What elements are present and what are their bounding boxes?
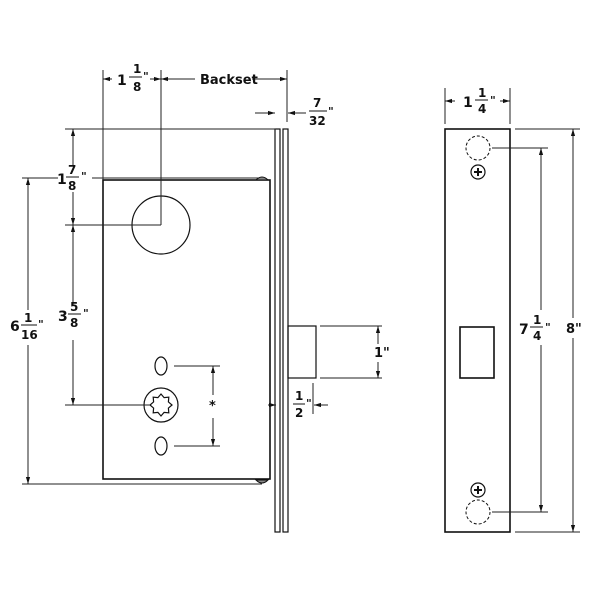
latch-bolt [287,325,317,379]
dim-strike-screw-spacing: 7 1 4 " [519,313,551,343]
denominator: 8 [133,80,141,94]
numerator: 5 [70,300,78,314]
denominator: 8 [70,316,78,330]
dim-faceplate-thickness: 7 32 " [309,96,334,128]
lock-side-view [102,128,317,533]
numerator: 1 [478,86,486,100]
dim-backset: Backset [200,73,258,88]
denominator: 16 [21,328,38,342]
dimension-arrows [25,76,381,484]
whole: 1 [463,95,473,111]
denominator: 32 [309,114,326,128]
screw-head-top [254,176,270,181]
numerator: 1 [533,313,541,327]
dim-hub-to-cylinder: 3 5 8 " [58,300,89,330]
dim-top-to-hub: 1 7 8 " [57,163,87,193]
whole: 1 [117,73,127,89]
whole: 6 [10,319,20,335]
dim-bolt-throw: 1 2 " [293,389,312,420]
faceplate-outer [282,128,289,533]
screw-head-bottom [254,479,270,484]
lock-case [102,179,271,480]
dim-screw-spacing: * [209,399,216,414]
screw-hole-bottom [465,499,491,525]
whole: 3 [58,309,68,325]
unit: " [490,94,496,107]
unit: " [38,318,44,331]
numerator: 1 [24,311,32,325]
bolt-opening [459,326,495,379]
phillips-screw-icon-bottom [470,482,486,498]
faceplate-inner [274,128,281,533]
numerator: 1 [133,62,141,76]
whole: 1 [57,172,67,188]
dim-strike-height: 8" [566,322,582,337]
denominator: 2 [295,406,303,420]
dim-strike-width: 1 1 4 " [463,86,496,116]
dim-bolt-height: 1" [374,346,390,361]
unit: " [328,105,334,118]
dim-case-height: 6 1 16 " [10,311,44,342]
unit: " [306,397,312,410]
whole: 7 [519,322,529,338]
dim-edge-to-hub: 1 1 8 " [117,62,149,94]
denominator: 8 [68,179,76,193]
cylinder-screw-slot-top [154,356,168,376]
unit: " [81,170,87,183]
screw-hole-top [465,135,491,161]
phillips-screw-icon-top [470,164,486,180]
numerator: 7 [313,96,321,110]
denominator: 4 [533,329,541,343]
denominator: 4 [478,102,486,116]
faceplate-front-view [444,128,511,533]
unit: " [83,307,89,320]
unit: " [143,70,149,83]
cylinder-screw-slot-bottom [154,436,168,456]
faceplate-dimension-lines [444,88,580,533]
numerator: 7 [68,163,76,177]
unit: " [545,321,551,334]
numerator: 1 [295,389,303,403]
